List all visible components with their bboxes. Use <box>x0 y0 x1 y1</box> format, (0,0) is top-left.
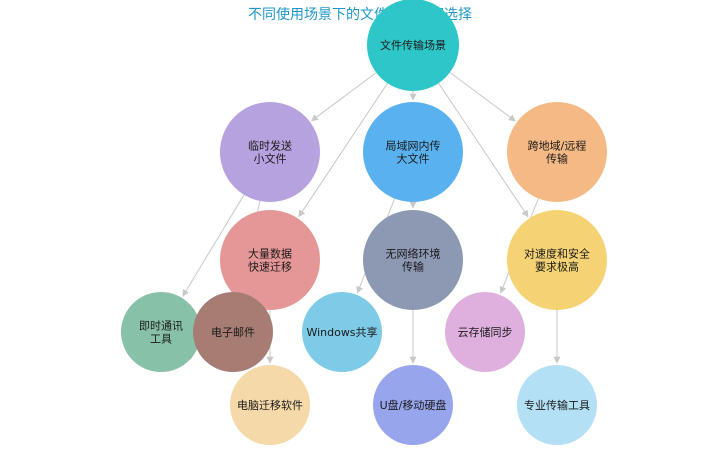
node-label-line: 快速迁移 <box>248 261 292 274</box>
node-label-line: 电子邮件 <box>211 326 255 339</box>
node-label-line: 云存储同步 <box>458 325 513 339</box>
node-label-cloud: 云存储同步 <box>458 325 513 339</box>
node-label-line: 文件传输场景 <box>380 38 446 52</box>
node-label-line: 对速度和安全 <box>524 247 590 261</box>
node-label-line: 电脑迁移软件 <box>237 398 303 412</box>
node-label-line: 即时通讯 <box>139 320 183 333</box>
node-circle-im <box>121 292 201 372</box>
node-label-line: 大文件 <box>397 152 430 166</box>
node-label-winshare: Windows共享 <box>306 325 377 339</box>
node-label-line: 临时发送 <box>248 139 292 153</box>
node-label-line: 局域网内传 <box>386 139 441 153</box>
node-label-line: U盘/移动硬盘 <box>380 398 447 412</box>
node-label-line: 专业传输工具 <box>524 398 590 412</box>
node-label-secure: 对速度和安全要求极高 <box>524 247 590 274</box>
node-label-line: 要求极高 <box>535 260 579 274</box>
edge-root-secure <box>438 82 529 218</box>
node-pro[interactable]: 专业传输工具 <box>517 365 597 445</box>
node-label-root: 文件传输场景 <box>380 38 446 52</box>
node-migrate[interactable]: 大量数据快速迁移 <box>220 210 320 310</box>
node-circle-temp <box>220 102 320 202</box>
node-circle-pro <box>517 365 597 445</box>
node-circle-lan <box>363 102 463 202</box>
node-label-pcmigrate: 电脑迁移软件 <box>237 398 303 412</box>
node-label-line: 跨地域/远程 <box>528 140 587 153</box>
node-label-line: Windows共享 <box>306 325 377 339</box>
edge-root-migrate <box>298 83 388 218</box>
node-circle-migrate <box>220 210 320 310</box>
node-circle-winshare <box>302 292 382 372</box>
node-label-offline: 无网络环境传输 <box>386 247 441 274</box>
node-label-migrate: 大量数据快速迁移 <box>248 247 292 274</box>
node-pcmigrate[interactable]: 电脑迁移软件 <box>230 365 310 445</box>
edge-temp-im <box>182 194 245 297</box>
node-label-line: 小文件 <box>254 152 287 166</box>
node-label-pro: 专业传输工具 <box>524 398 590 412</box>
node-cloud[interactable]: 云存储同步 <box>445 292 525 372</box>
node-im[interactable]: 即时通讯工具 <box>121 292 201 372</box>
node-label-line: 大量数据 <box>248 247 292 261</box>
node-lan[interactable]: 局域网内传大文件 <box>363 102 463 202</box>
node-circle-cloud <box>445 292 525 372</box>
node-secure[interactable]: 对速度和安全要求极高 <box>507 210 607 310</box>
node-circle-remote <box>507 102 607 202</box>
node-label-im: 即时通讯工具 <box>139 320 183 346</box>
node-usb[interactable]: U盘/移动硬盘 <box>373 365 453 445</box>
node-email[interactable]: 电子邮件 <box>193 292 273 372</box>
node-circle-usb <box>373 365 453 445</box>
edge-root-temp <box>311 72 377 122</box>
node-label-email: 电子邮件 <box>211 326 255 339</box>
edge-root-remote <box>449 71 516 122</box>
node-remote[interactable]: 跨地域/远程传输 <box>507 102 607 202</box>
node-label-line: 无网络环境 <box>386 247 441 261</box>
node-circle-secure <box>507 210 607 310</box>
node-offline[interactable]: 无网络环境传输 <box>363 210 463 310</box>
node-root[interactable]: 文件传输场景 <box>367 0 459 91</box>
node-temp[interactable]: 临时发送小文件 <box>220 102 320 202</box>
node-label-usb: U盘/移动硬盘 <box>380 398 447 412</box>
node-label-line: 传输 <box>546 152 568 166</box>
node-label-lan: 局域网内传大文件 <box>386 139 441 166</box>
node-circle-pcmigrate <box>230 365 310 445</box>
node-label-remote: 跨地域/远程传输 <box>528 140 587 166</box>
node-label-line: 传输 <box>402 260 424 274</box>
node-winshare[interactable]: Windows共享 <box>302 292 382 372</box>
node-label-temp: 临时发送小文件 <box>248 139 292 166</box>
node-circle-email <box>193 292 273 372</box>
node-circle-root <box>367 0 459 91</box>
node-label-line: 工具 <box>150 333 172 346</box>
node-circle-offline <box>363 210 463 310</box>
